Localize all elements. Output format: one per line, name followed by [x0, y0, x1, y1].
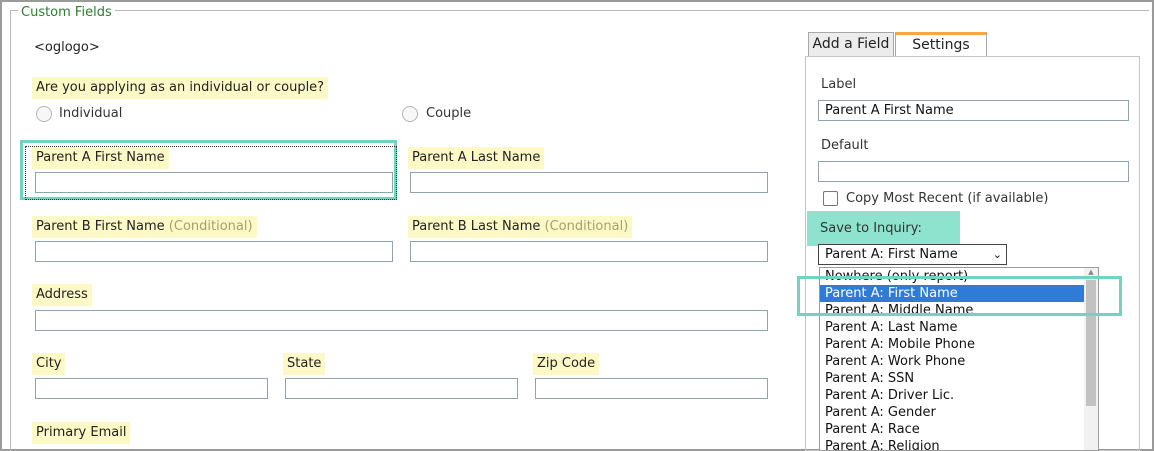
parent-a-last-input[interactable]: [410, 172, 768, 193]
inquiry-dropdown-list[interactable]: Nowhere (only report) Parent A: First Na…: [819, 267, 1099, 451]
copy-recent-checkbox[interactable]: [823, 191, 838, 206]
scroll-up-icon[interactable]: ▲: [1088, 268, 1094, 276]
dropdown-option[interactable]: Parent A: Gender: [825, 405, 936, 420]
primary-email-label: Primary Email: [32, 422, 131, 444]
dropdown-option[interactable]: Parent A: Race: [825, 422, 920, 437]
selected-field-callout: [20, 140, 397, 200]
default-caption: Default: [821, 138, 869, 153]
parent-a-first-input[interactable]: [35, 172, 393, 193]
applying-question-label: Are you applying as an individual or cou…: [32, 77, 329, 99]
scrollbar-thumb[interactable]: [1086, 280, 1096, 406]
save-to-inquiry-select[interactable]: Parent A: First Name ⌄: [818, 244, 1007, 265]
address-label: Address: [32, 284, 92, 306]
couple-radio-label: Couple: [426, 106, 472, 121]
conditional-tag: (Conditional): [544, 219, 629, 234]
tab-settings[interactable]: Settings: [895, 32, 987, 56]
default-input[interactable]: [818, 161, 1129, 182]
dropdown-option-selected[interactable]: Parent A: First Name: [820, 285, 1084, 302]
tab-add-field[interactable]: Add a Field: [808, 32, 894, 56]
city-label: City: [32, 353, 66, 375]
parent-b-last-label: Parent B Last Name (Conditional): [408, 216, 633, 238]
dropdown-option[interactable]: Parent A: Mobile Phone: [825, 337, 975, 352]
parent-b-first-input[interactable]: [35, 241, 393, 262]
city-input[interactable]: [35, 378, 268, 399]
state-label: State: [283, 353, 326, 375]
parent-b-last-input[interactable]: [410, 241, 768, 262]
dropdown-option[interactable]: Parent A: Last Name: [825, 320, 958, 335]
dropdown-option[interactable]: Parent A: Religion: [825, 439, 940, 451]
copy-recent-label: Copy Most Recent (if available): [846, 191, 1049, 206]
parent-a-last-label: Parent A Last Name: [408, 147, 545, 169]
custom-fields-fieldset: [10, 10, 1149, 451]
parent-b-first-label: Parent B First Name (Conditional): [32, 216, 257, 238]
individual-radio-label: Individual: [59, 106, 123, 121]
parent-a-first-label: Parent A First Name: [32, 147, 169, 169]
dropdown-option[interactable]: Parent A: Driver Lic.: [825, 388, 955, 403]
dropdown-option[interactable]: Nowhere (only report): [825, 269, 969, 284]
label-caption: Label: [821, 77, 857, 92]
select-value: Parent A: First Name: [825, 247, 958, 262]
dropdown-option[interactable]: Parent A: SSN: [825, 371, 915, 386]
couple-radio[interactable]: [402, 106, 418, 122]
dropdown-option[interactable]: Parent A: Middle Name: [825, 303, 974, 318]
save-to-inquiry-label: Save to Inquiry:: [820, 221, 922, 236]
dropdown-scrollbar[interactable]: ▲: [1084, 268, 1098, 450]
state-input[interactable]: [285, 378, 518, 399]
chevron-down-icon: ⌄: [992, 248, 1002, 261]
conditional-tag: (Conditional): [168, 219, 253, 234]
label-input[interactable]: Parent A First Name: [818, 100, 1129, 121]
parent-b-first-text: Parent B First Name: [36, 219, 165, 234]
zip-label: Zip Code: [533, 353, 600, 375]
address-input[interactable]: [35, 310, 768, 331]
individual-radio[interactable]: [36, 106, 52, 122]
logo-placeholder: <oglogo>: [34, 40, 100, 55]
save-to-inquiry-highlight: [807, 211, 960, 246]
zip-input[interactable]: [535, 378, 768, 399]
fieldset-legend: Custom Fields: [18, 5, 115, 21]
dropdown-option[interactable]: Parent A: Work Phone: [825, 354, 966, 369]
parent-b-last-text: Parent B Last Name: [412, 219, 541, 234]
